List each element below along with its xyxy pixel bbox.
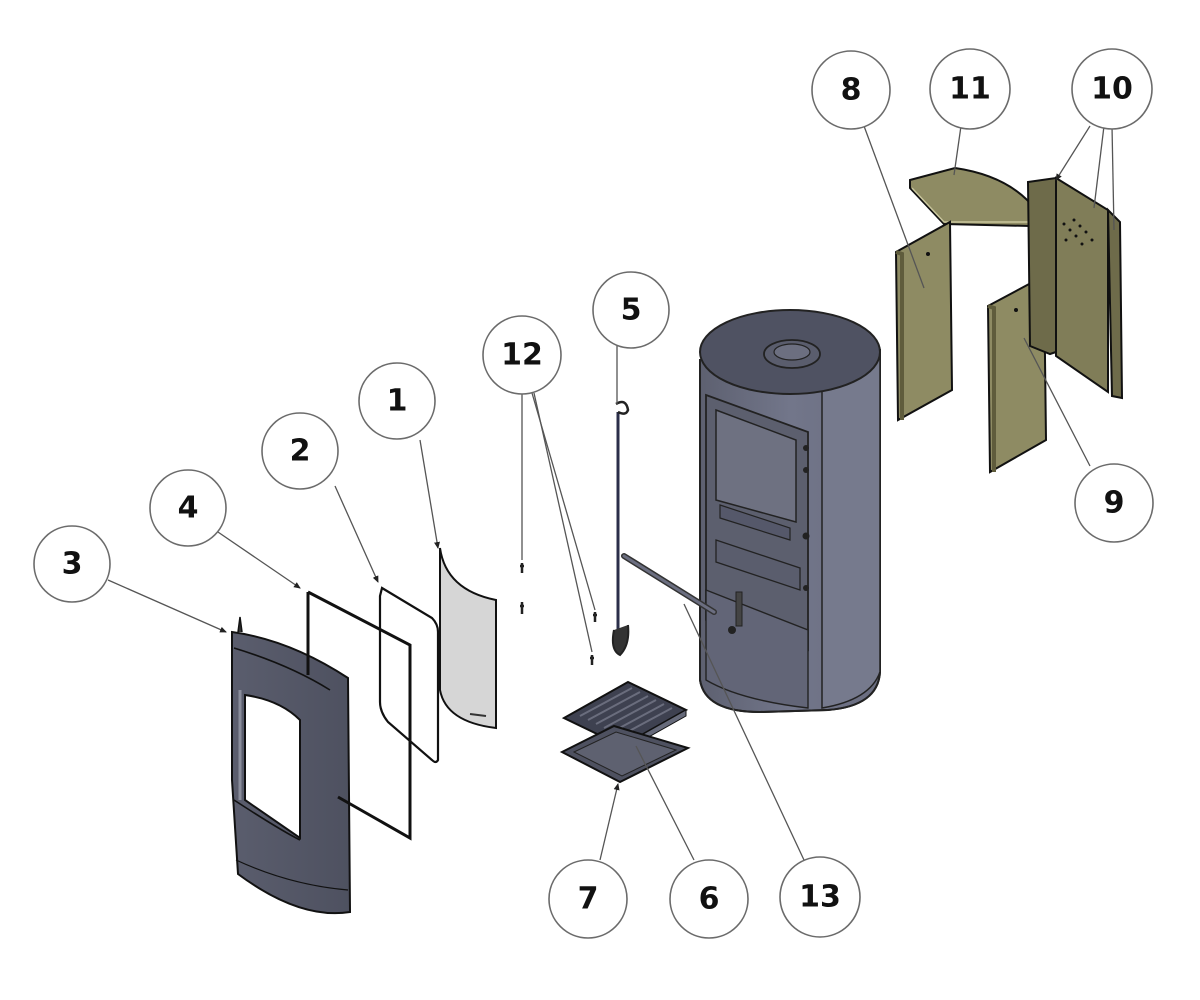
callout-3: 3 (33, 525, 111, 603)
callout-10: 10 (1071, 48, 1153, 130)
callout-label: 8 (841, 73, 862, 108)
part-ash-pan (559, 724, 691, 784)
callout-5: 5 (592, 271, 670, 349)
callout-label: 1 (387, 384, 408, 419)
callout-2: 2 (261, 412, 339, 490)
leader-lines (107, 125, 1115, 861)
callout-label: 13 (799, 880, 841, 915)
callout-8: 8 (811, 50, 891, 130)
callout-label: 9 (1104, 486, 1125, 521)
part-glass-gasket (378, 586, 440, 764)
callout-label: 4 (178, 491, 199, 526)
callout-label: 12 (501, 338, 543, 373)
part-glass-panel (439, 547, 497, 730)
callout-9: 9 (1074, 463, 1154, 543)
callout-4: 4 (149, 469, 227, 547)
part-hinge-pins (520, 563, 597, 665)
callout-label: 3 (62, 547, 83, 582)
callout-12: 12 (482, 315, 562, 395)
part-air-control-lever (621, 553, 717, 615)
callout-label: 10 (1091, 72, 1133, 107)
callout-label: 11 (949, 72, 991, 107)
part-baffle-plate (909, 166, 1038, 228)
part-door-handle-rod (611, 400, 630, 657)
callout-13: 13 (779, 856, 861, 938)
callout-label: 7 (578, 882, 599, 917)
part-rear-brick-set (1026, 176, 1124, 400)
part-side-brick-left (894, 220, 954, 422)
callout-7: 7 (548, 859, 628, 939)
callout-label: 2 (290, 434, 311, 469)
part-door (231, 616, 352, 915)
callout-6: 6 (669, 859, 749, 939)
callout-11: 11 (929, 48, 1011, 130)
callout-label: 5 (621, 293, 642, 328)
stove-body (699, 309, 881, 714)
callout-label: 6 (699, 882, 720, 917)
callout-1: 1 (358, 362, 436, 440)
